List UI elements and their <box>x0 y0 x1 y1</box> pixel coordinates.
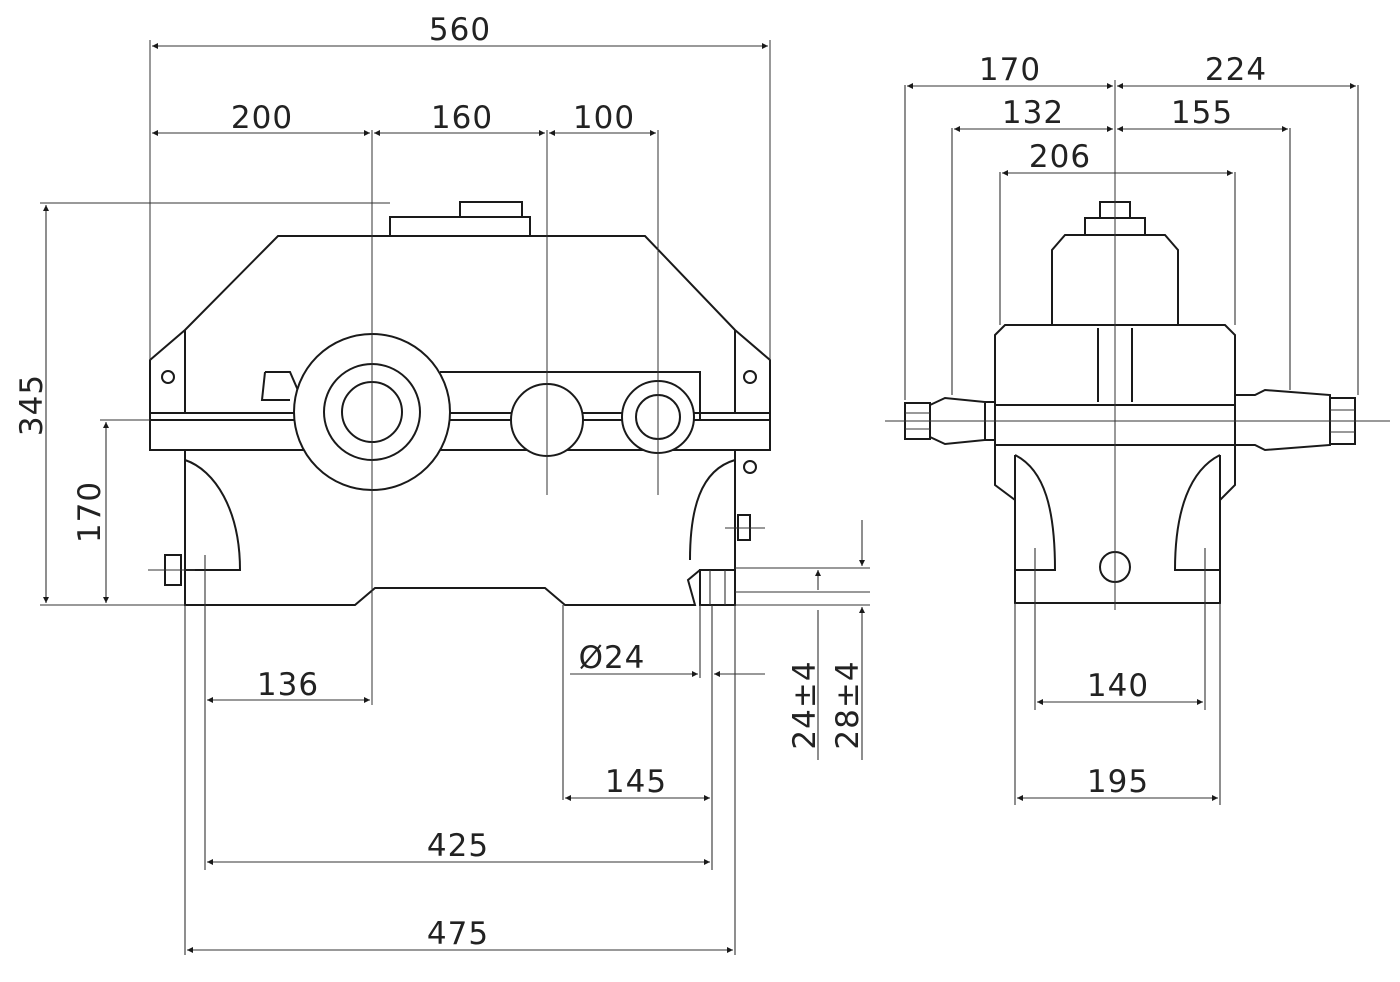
dim-left-shaft: 170 <box>979 52 1041 88</box>
foot-bolt-right <box>699 569 736 606</box>
bolt-icon <box>743 460 757 474</box>
dim-overall-length: 560 <box>429 12 491 48</box>
right-foot-curve <box>689 459 736 561</box>
dim-span-3: 100 <box>573 100 635 136</box>
lower-casing <box>184 450 736 606</box>
dim-foot-length: 475 <box>427 916 489 952</box>
dim-span-2: 160 <box>431 100 493 136</box>
dim-shaft-height: 170 <box>72 481 108 543</box>
dim-overall-height: 345 <box>14 374 50 436</box>
dim-foot-holes: 140 <box>1087 668 1149 704</box>
dim-bolt-diameter: Ø24 <box>579 640 646 676</box>
dim-foot-spacing-holes: 425 <box>427 828 489 864</box>
side-view: 170 224 132 155 206 140 195 <box>885 52 1390 805</box>
front-view: 560 200 160 100 345 170 136 Ø24 145 <box>14 12 870 955</box>
foot-bolt-right-core <box>709 570 726 605</box>
breather-plug <box>459 201 523 217</box>
dim-right-inner: 155 <box>1171 95 1233 131</box>
inspection-cover <box>389 216 531 236</box>
dim-housing-width: 206 <box>1029 139 1091 175</box>
bolt-icon <box>161 370 175 384</box>
dim-right-shaft: 224 <box>1205 52 1267 88</box>
dim-foot-width: 195 <box>1087 764 1149 800</box>
dim-span-1: 200 <box>231 100 293 136</box>
dim-foot-offset: 136 <box>257 667 319 703</box>
dim-left-inner: 132 <box>1002 95 1064 131</box>
dim-tolerance-b: 28±4 <box>830 660 866 749</box>
right-shaft <box>1235 388 1331 452</box>
side-lower-housing <box>994 445 1236 604</box>
dim-foot-spacing-mid: 145 <box>605 764 667 800</box>
bolt-icon <box>743 370 757 384</box>
dim-tolerance-a: 24±4 <box>787 660 823 749</box>
left-foot-curve <box>184 459 242 571</box>
